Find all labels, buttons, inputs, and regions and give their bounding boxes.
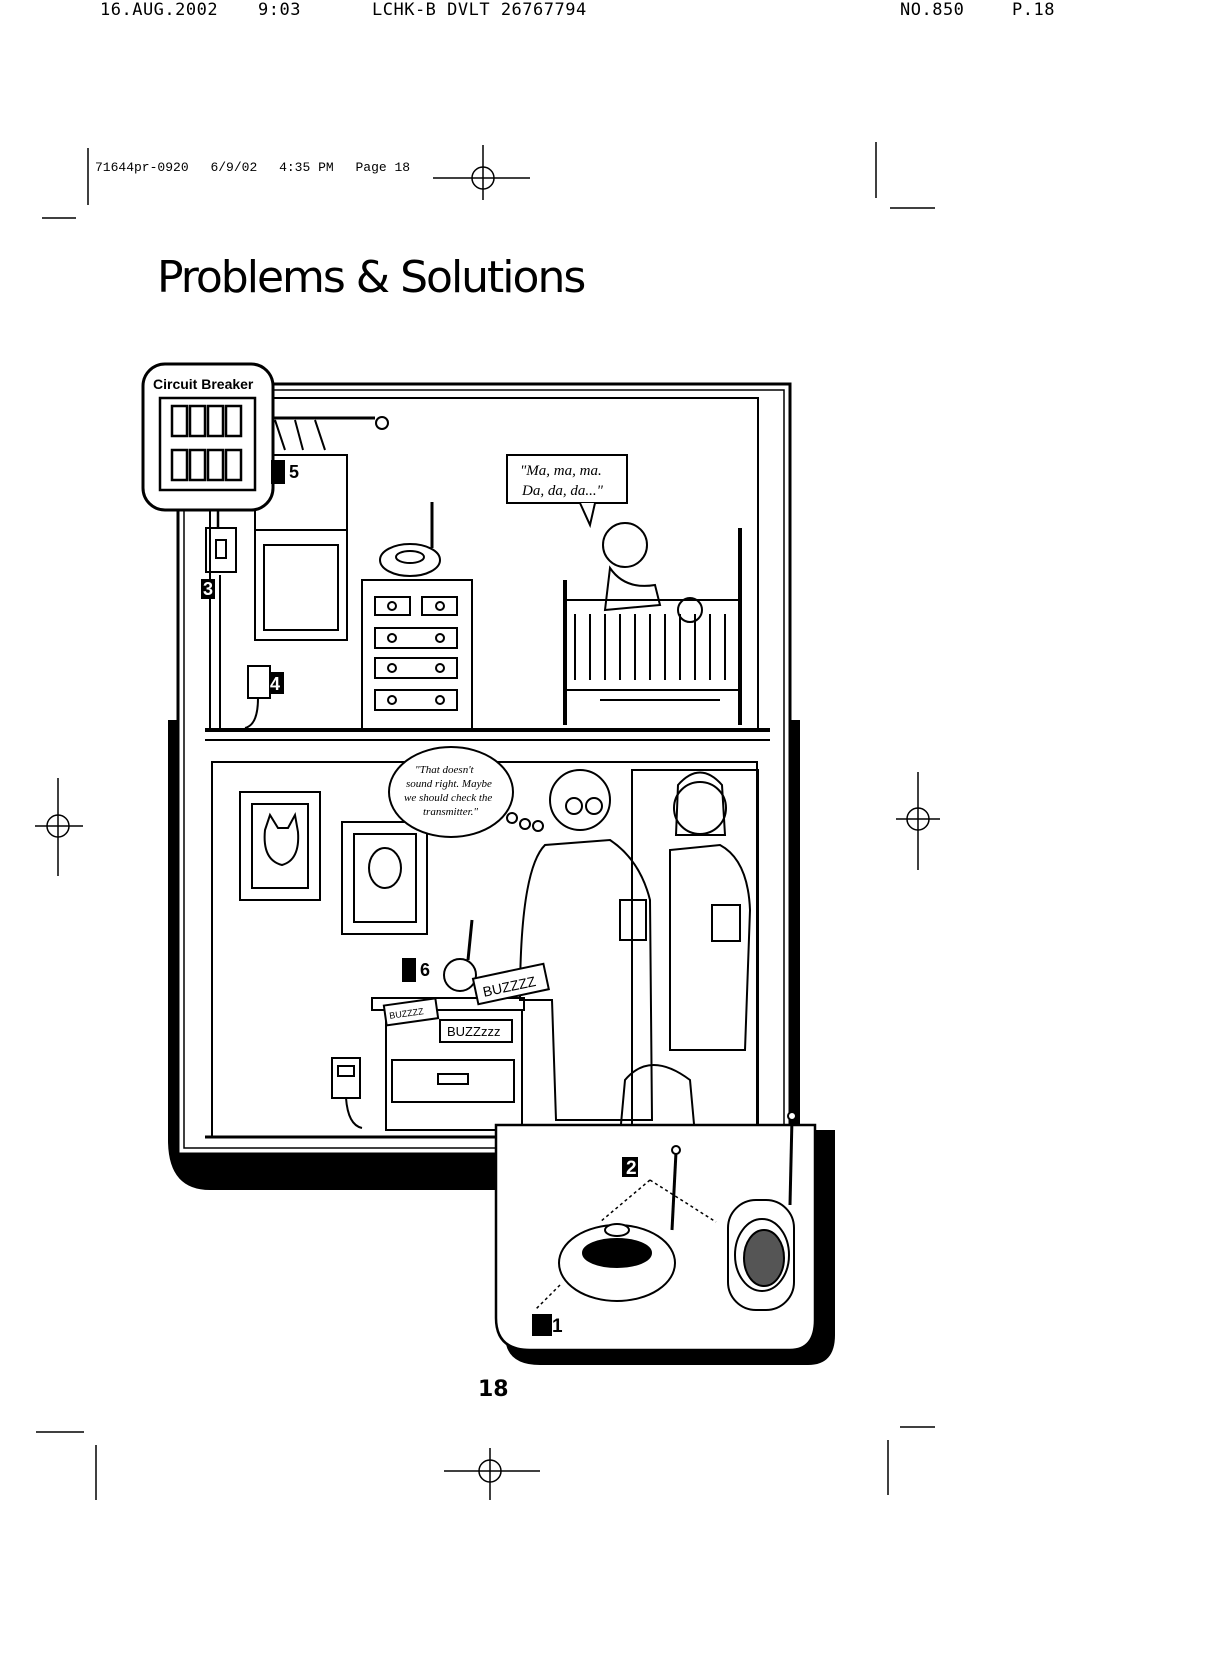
parent-thought-line-2: sound right. Maybe (406, 778, 492, 790)
callout-3: 3 (203, 579, 213, 599)
baby-speech-line-2: Da, da, da..." (521, 483, 604, 499)
parent-thought-line-4: transmitter." (423, 806, 478, 818)
callout-1: 1 (552, 1316, 563, 1337)
registration-mark-right (896, 772, 940, 870)
parent-thought-line-3: we should check the (404, 792, 492, 804)
registration-mark-top (433, 145, 530, 200)
callout-4: 4 (270, 674, 280, 694)
callout-6: 6 (420, 960, 430, 980)
parent-thought-line-1: "That doesn't (415, 764, 475, 776)
circuit-breaker-label: Circuit Breaker (153, 376, 254, 392)
baby-speech-line-1: "Ma, ma, ma. (520, 463, 602, 479)
registration-mark-left (35, 778, 83, 876)
callout-5: 5 (289, 462, 299, 482)
registration-mark-bottom (444, 1448, 540, 1500)
callout-2: 2 (626, 1158, 637, 1179)
page-number: 18 (478, 1377, 509, 1402)
buzz-text-medium: BUZZzzz (447, 1024, 500, 1039)
